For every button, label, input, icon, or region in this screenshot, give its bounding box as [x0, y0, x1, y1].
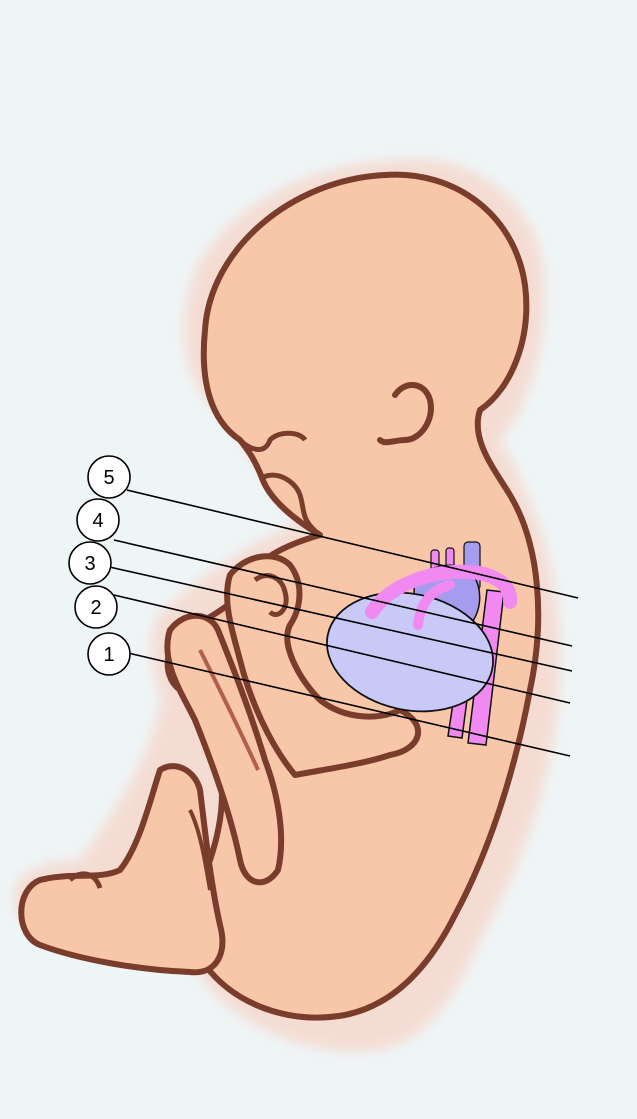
callout-3: 3 — [69, 542, 111, 584]
callout-5-label: 5 — [103, 467, 114, 489]
callout-2: 2 — [75, 586, 117, 628]
callout-4: 4 — [77, 499, 119, 541]
callout-5: 5 — [88, 456, 130, 498]
callout-2-label: 2 — [90, 597, 101, 619]
callout-4-label: 4 — [92, 510, 103, 532]
callout-1-label: 1 — [103, 644, 114, 666]
callout-3-label: 3 — [84, 553, 95, 575]
callout-1: 1 — [88, 633, 130, 675]
